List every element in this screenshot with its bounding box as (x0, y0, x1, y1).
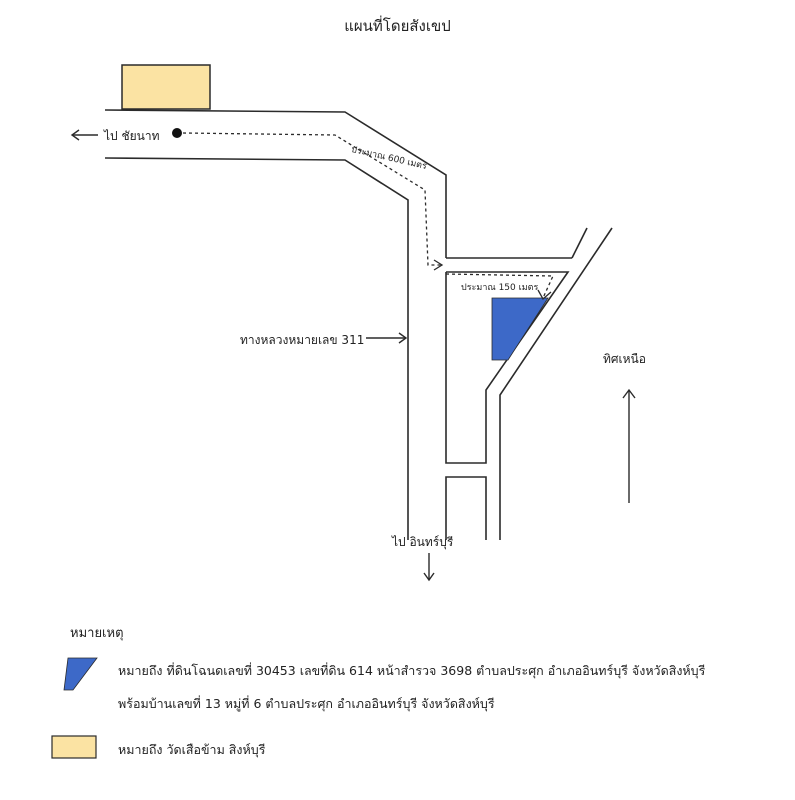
label-north: ทิศเหนือ (603, 352, 646, 366)
road-diagonal (499, 227, 613, 540)
target-land-plot (491, 297, 549, 361)
route-arrowhead-2 (537, 289, 552, 301)
arrow-to-chainat (70, 129, 98, 141)
label-to-chainat: ไป ชัยนาท (104, 129, 160, 143)
arrow-highway-pointer (366, 332, 408, 344)
legend-item1-line2: พร้อมบ้านเลขที่ 13 หมู่ที่ 6 ตำบลประศุก … (118, 696, 495, 711)
label-to-inburi: ไป อินทร์บุรี (392, 535, 454, 549)
legend-land-plot-swatch (63, 657, 98, 691)
temple-marker (121, 64, 211, 110)
arrow-to-inburi (423, 553, 435, 582)
legend-temple-swatch (51, 735, 97, 759)
road-highway-311 (104, 109, 572, 540)
legend-title: หมายเหตุ (70, 626, 124, 641)
map-title: แผนที่โดยสังเขป (344, 17, 451, 35)
route-dashed (182, 132, 555, 299)
north-arrow-icon (622, 388, 636, 503)
label-distance-150: ประมาณ 150 เมตร (461, 283, 539, 293)
label-highway-311: ทางหลวงหมายเลข 311 (240, 333, 365, 347)
route-arrowhead-1 (433, 259, 444, 271)
legend-item2: หมายถึง วัดเสือข้าม สิงห์บุรี (118, 742, 266, 757)
start-point-dot (172, 128, 182, 138)
legend-item1-line1: หมายถึง ที่ดินโฉนดเลขที่ 30453 เลขที่ดิน… (118, 663, 706, 678)
